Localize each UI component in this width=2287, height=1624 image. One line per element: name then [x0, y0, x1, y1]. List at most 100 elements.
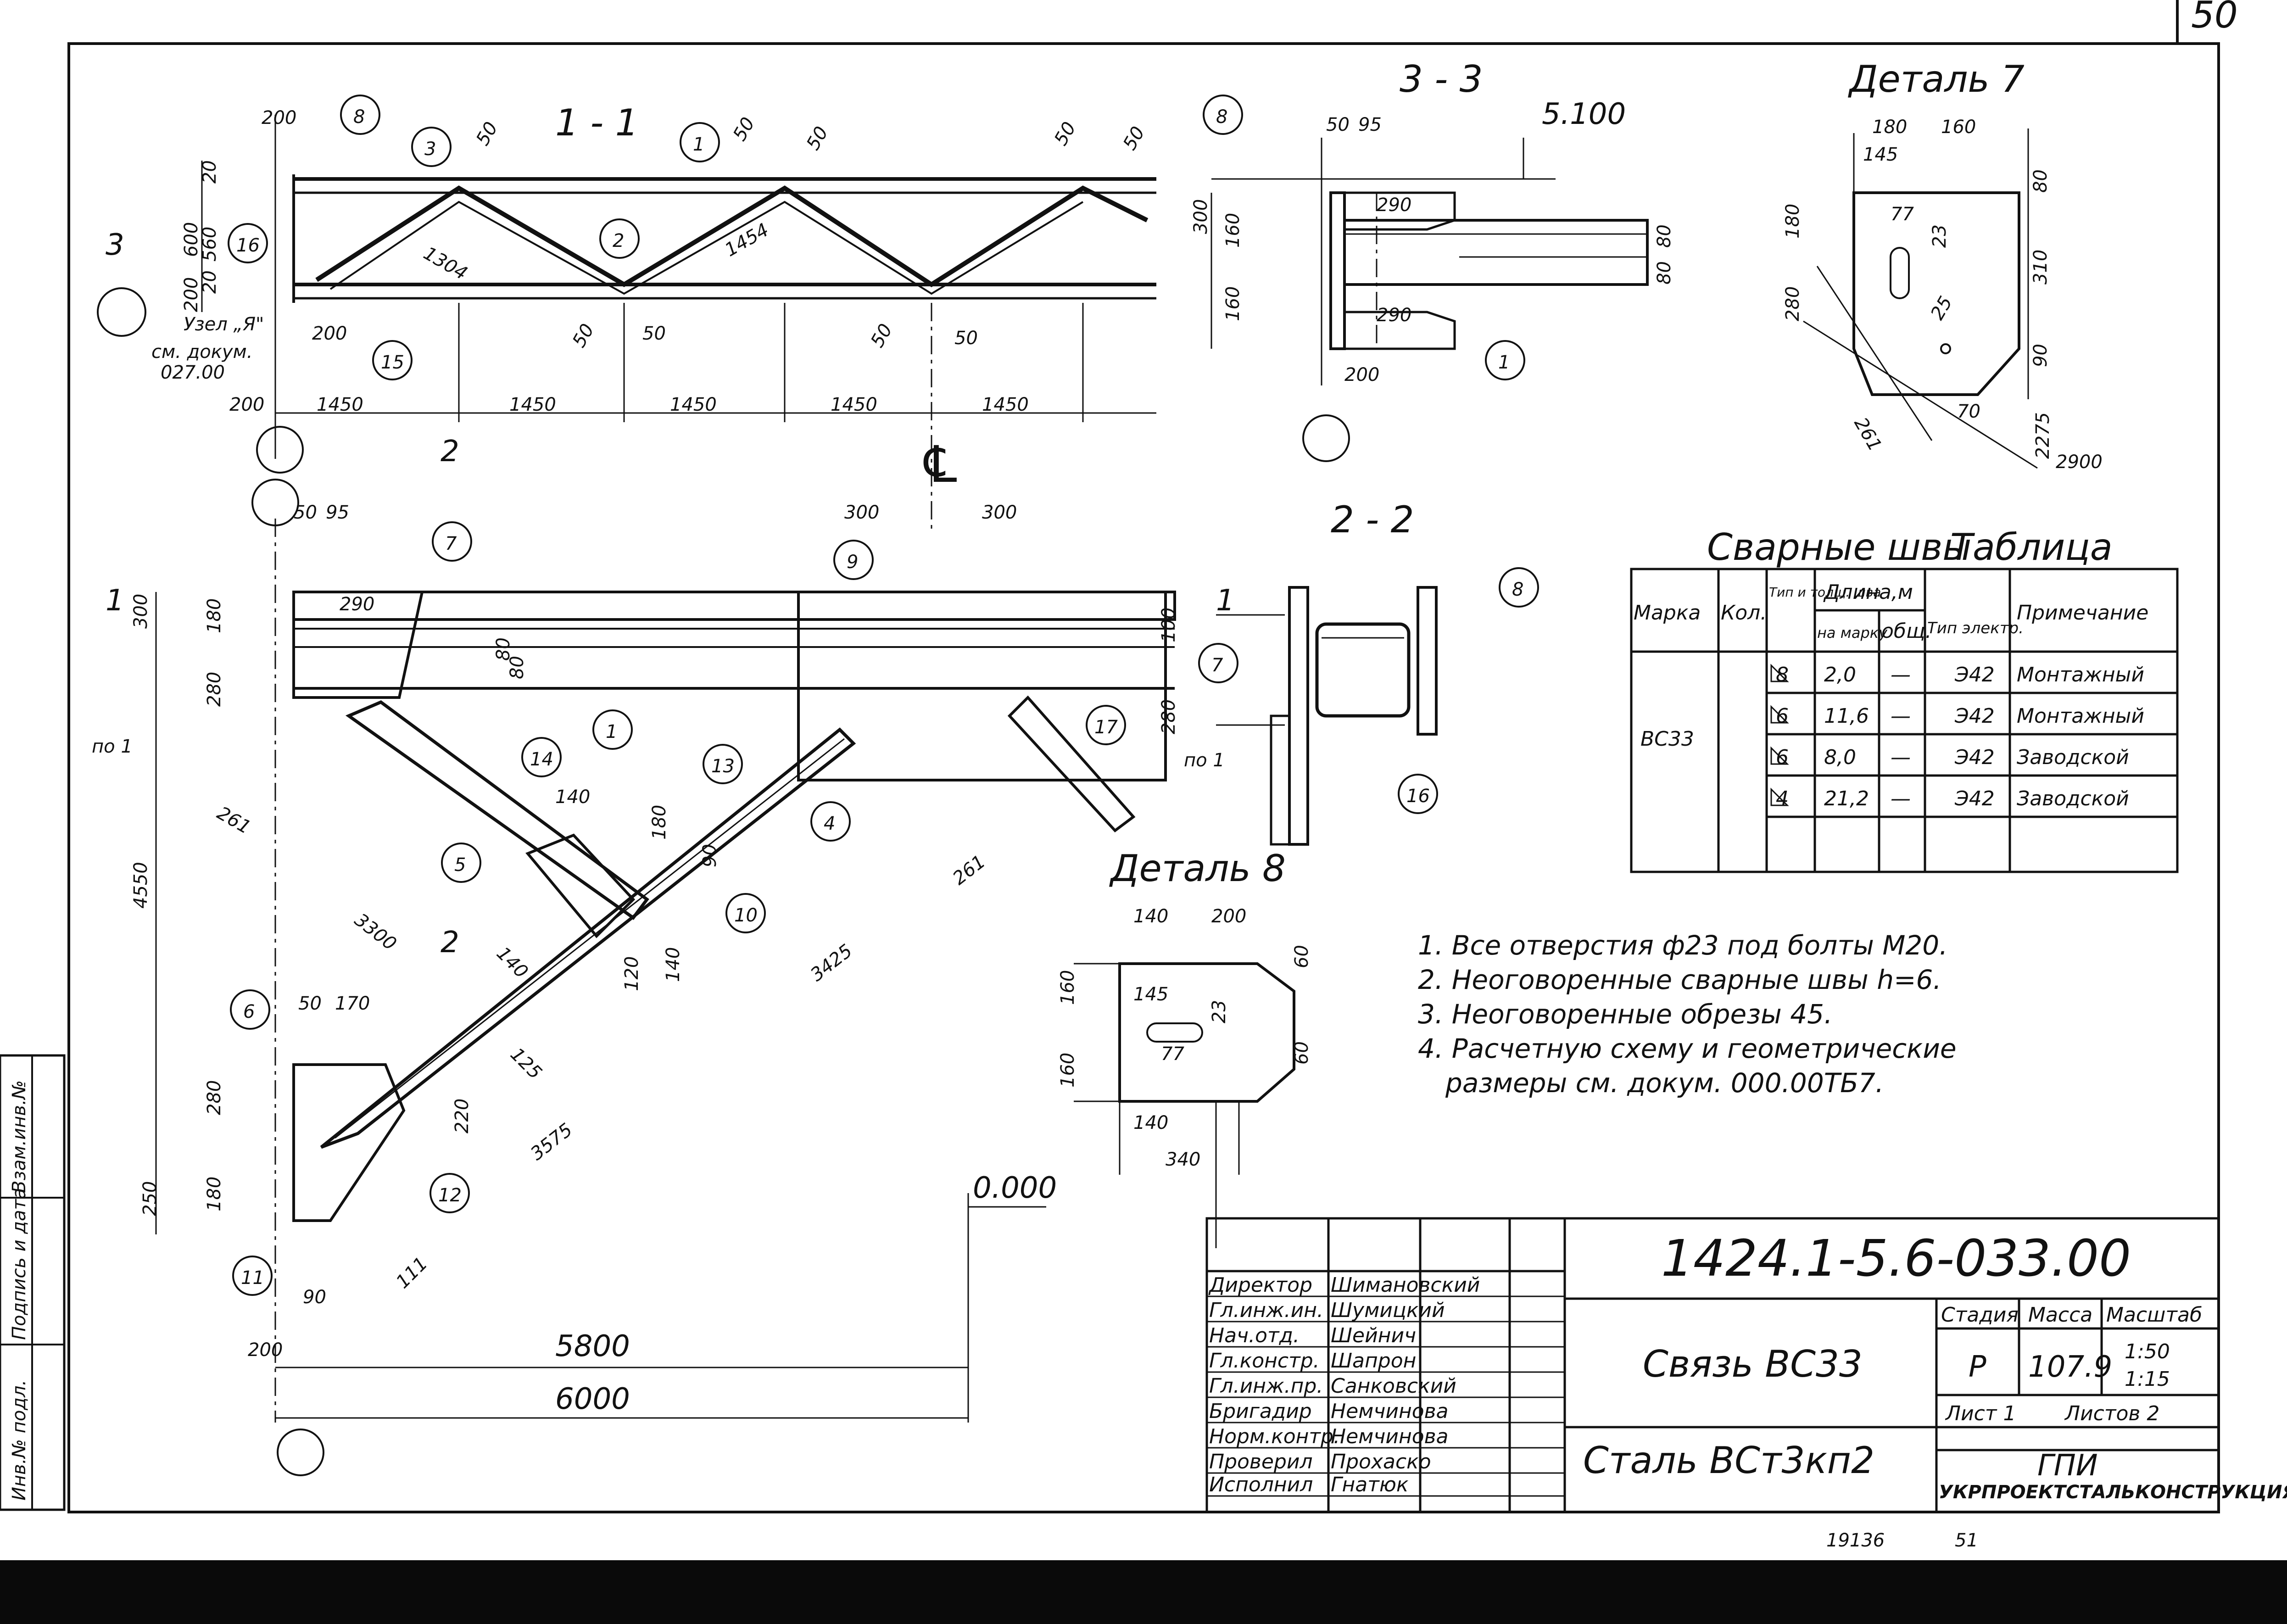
- dim-m-111: 111: [392, 1253, 432, 1293]
- dim-1-1-50-e: 50: [1119, 123, 1149, 154]
- mark-po-1-right: по 1: [1184, 750, 1225, 771]
- org-full: УКРПРОЕКТСТАЛЬКОНСТРУКЦИЯ: [1939, 1482, 2287, 1503]
- title-detail-7: Деталь 7: [1848, 58, 2025, 100]
- dim-d7-77: 77: [1891, 204, 1914, 225]
- dim-m-3300: 3300: [351, 910, 401, 955]
- callout-4: 4: [824, 813, 835, 834]
- dim-1-1-50-g: 50: [642, 323, 666, 344]
- stage-header: Стадия: [1941, 1303, 2019, 1327]
- role-3: Нач.отд.: [1209, 1324, 1300, 1347]
- dim-3-3-80-b: 80: [1654, 261, 1675, 285]
- callouts-1-1: [228, 95, 720, 380]
- title-section-3-3: 3 - 3: [1400, 58, 1483, 100]
- dim-1-1-50-a: 50: [472, 118, 502, 149]
- dim-1-1-600: 600: [181, 222, 202, 257]
- dim-1-1-50-f: 50: [569, 320, 598, 351]
- role-7: Норм.контр.: [1209, 1425, 1340, 1448]
- mark-2-top: 2: [441, 435, 459, 469]
- role-1: Директор: [1208, 1273, 1312, 1297]
- name-8: Прохаско: [1331, 1450, 1431, 1473]
- callout-5: 5: [454, 854, 466, 876]
- dim-3-3-95: 95: [1358, 114, 1382, 135]
- main-elevation: [155, 479, 1217, 1476]
- page-number: 50: [2191, 0, 2238, 36]
- dim-m-250: 250: [139, 1181, 161, 1216]
- dim-1-1-span-3: 1450: [670, 394, 717, 415]
- mark-po-1-left: по 1: [92, 736, 133, 757]
- dim-d8-77: 77: [1161, 1044, 1184, 1065]
- scan-band: [0, 1560, 2287, 1624]
- dim-m-220: 220: [452, 1099, 473, 1133]
- dim-1-1-span-1: 1450: [317, 394, 363, 415]
- scale-value-1: 1:50: [2125, 1340, 2170, 1363]
- callout-12: 12: [438, 1185, 462, 1206]
- dim-d7-90: 90: [2030, 344, 2051, 367]
- callout-3: 3: [424, 139, 436, 160]
- dim-3-3-160-bottom: 160: [1222, 286, 1244, 321]
- level-bottom: 0.000: [973, 1171, 1057, 1205]
- dim-d7-70: 70: [1957, 401, 1980, 422]
- callout-9: 9: [847, 552, 858, 573]
- td-mark: ВС33: [1640, 727, 1694, 751]
- dim-1-1-span-4: 1450: [831, 394, 877, 415]
- callout-1-c: 1: [606, 721, 617, 742]
- dim-m-140-b: 140: [663, 947, 684, 982]
- dim-1-1-1304: 1304: [420, 243, 471, 285]
- td-r4-total: —: [1891, 787, 1911, 810]
- td-r2-total: —: [1891, 704, 1911, 728]
- th-mark: Марка: [1634, 601, 1701, 625]
- td-r4-len: 21,2: [1824, 787, 1869, 810]
- dim-m-4550: 4550: [130, 862, 151, 909]
- detail-8: [1074, 962, 1295, 1175]
- callout-7-a: 7: [445, 533, 457, 554]
- dim-1-1-200-left: 200: [181, 277, 202, 312]
- dim-d8-160-top: 160: [1057, 970, 1078, 1005]
- dim-d7-80: 80: [2030, 169, 2051, 193]
- stage-value: Р: [1969, 1350, 1986, 1384]
- table-title-left: Сварные швы: [1707, 526, 1971, 569]
- dim-1-1-span-5: 1450: [982, 394, 1029, 415]
- th-len-per: на марку: [1817, 624, 1888, 642]
- td-r2-type: 6: [1776, 704, 1789, 728]
- td-r3-electrode: Э42: [1954, 746, 1995, 769]
- name-3: Шейнич: [1331, 1324, 1416, 1347]
- title-block: [1205, 1217, 2220, 1513]
- dim-d8-160-bottom: 160: [1057, 1053, 1078, 1088]
- callout-13: 13: [711, 756, 735, 777]
- dim-d7-2900: 2900: [2056, 452, 2103, 473]
- dim-d8-60-top: 60: [1291, 945, 1312, 968]
- level-top: 5.100: [1542, 97, 1626, 131]
- dim-m-180-c: 180: [204, 1177, 225, 1211]
- scale-value-2: 1:15: [2125, 1367, 2170, 1391]
- bottom-number-1: 19136: [1826, 1530, 1885, 1551]
- title-detail-8: Деталь 8: [1109, 847, 1286, 890]
- dim-1-1-200-node: 200: [312, 323, 347, 344]
- dim-3-3-290-bottom: 290: [1377, 305, 1411, 326]
- note-2: 2. Неоговоренные сварные швы h=6.: [1418, 964, 1941, 995]
- dim-m-300-left: 300: [130, 594, 151, 629]
- callout-8-a: 8: [353, 106, 365, 128]
- dim-d7-310: 310: [2030, 250, 2051, 285]
- bottom-number-2: 51: [1955, 1530, 1978, 1551]
- dim-m-180: 180: [204, 598, 225, 633]
- name-6: Немчинова: [1331, 1400, 1449, 1423]
- callout-7-b: 7: [1211, 655, 1223, 676]
- callout-15: 15: [381, 352, 404, 373]
- dim-d7-160: 160: [1941, 117, 1976, 138]
- name-1: Шимановский: [1331, 1273, 1480, 1297]
- node-note-3: 027.00: [161, 362, 225, 383]
- dim-m-180-b: 180: [649, 805, 670, 840]
- th-note: Примечание: [2017, 601, 2148, 625]
- td-r1-len: 2,0: [1824, 663, 1856, 686]
- dim-m-280-b: 280: [204, 1080, 225, 1115]
- td-r4-type: 4: [1776, 787, 1789, 810]
- weld-symbols: [1770, 664, 1789, 806]
- detail-7: [1803, 128, 2038, 469]
- callout-1-b: 1: [1498, 352, 1510, 373]
- dim-d7-180-left: 180: [1782, 204, 1803, 239]
- td-r4-electrode: Э42: [1954, 787, 1995, 810]
- td-r3-type: 6: [1776, 746, 1789, 769]
- org-name: ГПИ: [2037, 1449, 2098, 1483]
- dim-3-3-160-top: 160: [1222, 213, 1244, 248]
